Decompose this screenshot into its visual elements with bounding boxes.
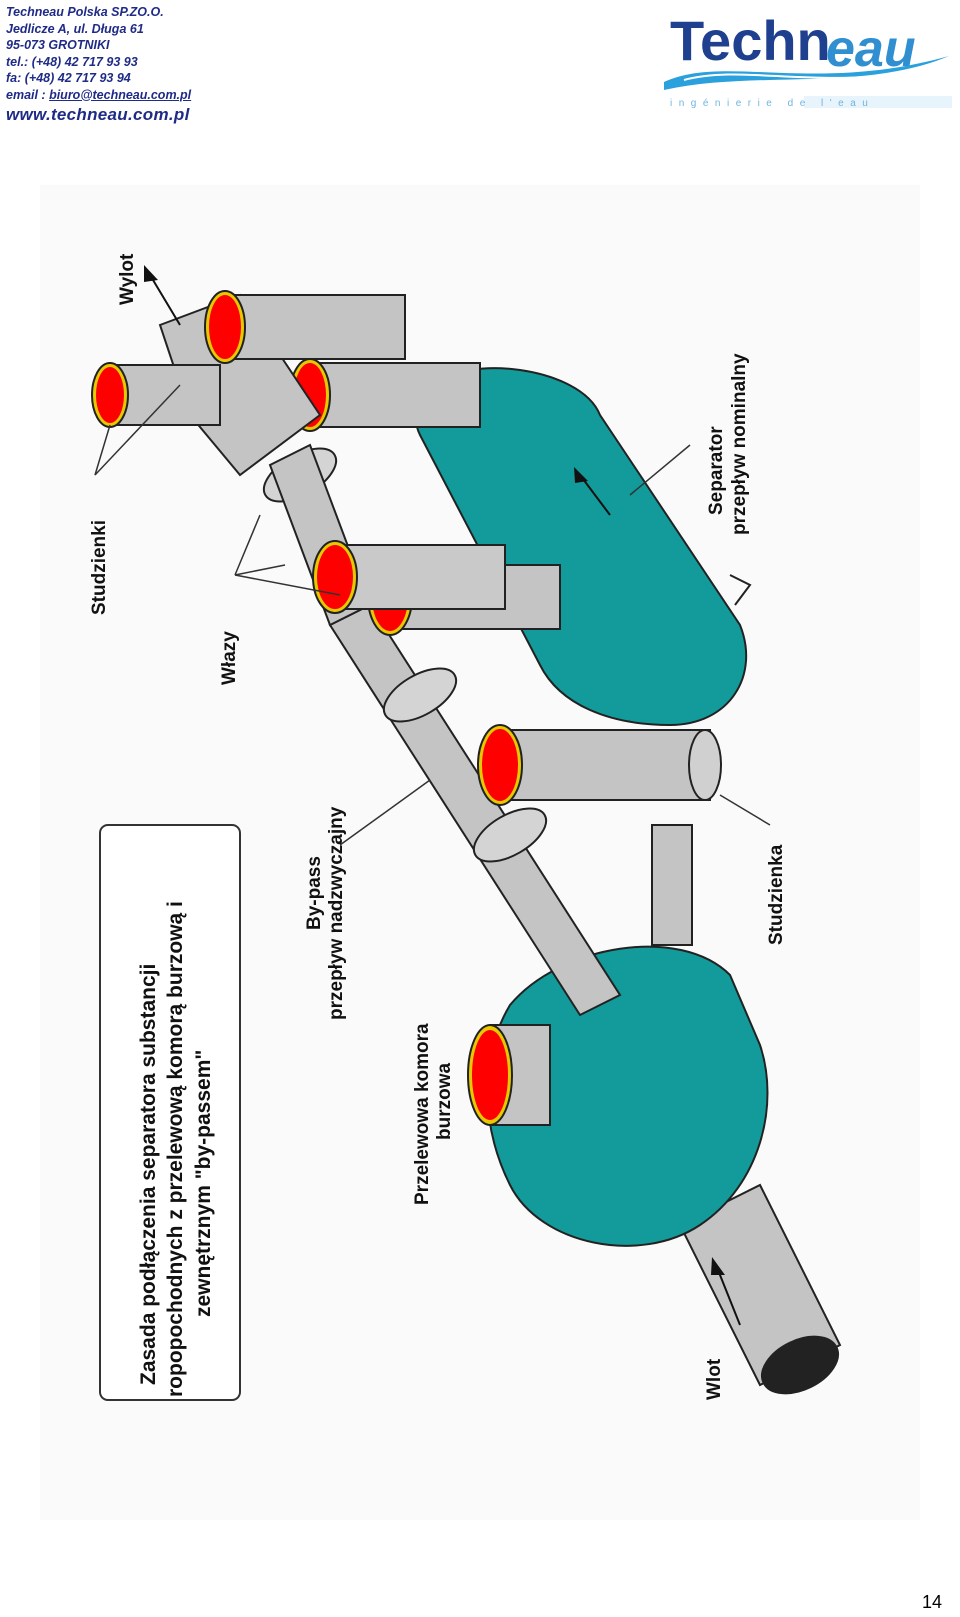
connector-pipe: [651, 824, 693, 946]
outlet-flow-arrowhead-icon: [144, 265, 158, 282]
email-link[interactable]: biuro@techneau.com.pl: [49, 87, 192, 102]
email-prefix: email :: [6, 87, 50, 102]
label-separator-line-1: Separator: [706, 426, 727, 515]
label-wylot: Wylot: [117, 253, 138, 305]
label-bypass-line-1: By-pass: [304, 856, 325, 930]
separator-flow-arrowhead-icon: [574, 467, 588, 483]
leader-wlazy-3: [234, 514, 261, 576]
label-komora-line-2: burzowa: [434, 1063, 455, 1140]
company-website[interactable]: www.techneau.com.pl: [6, 105, 190, 124]
separator-flow-line: [579, 474, 611, 516]
storm-chamber-tank: [486, 945, 769, 1247]
outlet-manhole-1: [224, 294, 406, 360]
label-studzienka: Studzienka: [766, 844, 787, 945]
separator-manhole-3: [309, 362, 481, 428]
title-line-1: Zasada podłączenia separatora substancji: [137, 964, 160, 1385]
logo-tagline: ingénierie de l'eau: [670, 98, 874, 109]
title-line-2: ropopochodnych z przelewową komorą burzo…: [164, 901, 187, 1397]
label-komora-line-1: Przelewowa komora: [412, 1023, 433, 1205]
separator-bracket: [729, 574, 752, 606]
leader-studzienka: [719, 794, 771, 826]
company-fax: fa: (+48) 42 717 93 94: [6, 71, 131, 85]
studzienka-hatch: [482, 729, 518, 801]
company-address: Jedlicze A, ul. Długa 61: [6, 21, 144, 36]
leader-studzienki-2: [94, 384, 181, 476]
logo-tagline-band: [804, 96, 952, 108]
label-wlot: Wlot: [704, 1358, 725, 1400]
techneau-logo: Techn eau ingénierie de l'eau: [664, 9, 952, 109]
title-line-3: zewnętrznym "by-passem": [192, 1050, 215, 1317]
bypass-coupling-1: [382, 667, 458, 723]
logo-text-techn: Techn: [670, 9, 831, 72]
outlet-flow-arrow-icon: [149, 274, 181, 326]
outlet-manhole-1-hatch: [209, 295, 241, 359]
studzienka-base: [688, 729, 722, 801]
inlet-flow-arrow-icon: [717, 1269, 741, 1326]
leader-separator: [629, 444, 691, 496]
logo-wave-icon: [664, 56, 949, 90]
leader-studzienki-1: [94, 424, 111, 476]
separator-manhole-2-hatch: [317, 545, 353, 609]
label-wlazy: Włazy: [219, 631, 240, 685]
company-name: Techneau Polska SP.ZO.O.: [6, 5, 164, 19]
inlet-pipe: [678, 1183, 842, 1387]
logo-wave-highlight: [683, 69, 925, 81]
page-number: 14: [921, 1592, 942, 1612]
inlet-opening: [761, 1335, 839, 1395]
company-postal: 95-073 GROTNIKI: [6, 38, 110, 52]
company-tel: tel.: (+48) 42 717 93 93: [6, 54, 138, 69]
separator-manhole-2: [334, 544, 506, 610]
company-contact-block: Techneau Polska SP.ZO.O. Jedlicze A, ul.…: [6, 4, 326, 126]
label-bypass-line-2: przepływ nadzwyczajny: [326, 806, 347, 1020]
separator-diagram: Zasada podłączenia separatora substancji…: [40, 185, 920, 1520]
inlet-flow-arrowhead-icon: [711, 1257, 725, 1275]
company-email-line: email : biuro@techneau.com.pl: [6, 87, 326, 104]
bypass-coupling-2: [472, 807, 548, 863]
leader-bypass: [339, 779, 431, 846]
storm-chamber-hatch: [472, 1030, 508, 1120]
title-box: [99, 824, 241, 1401]
label-separator-line-2: przepływ nominalny: [729, 353, 750, 535]
leader-wlazy-1: [234, 564, 286, 576]
outlet-manhole-2-hatch: [96, 367, 124, 423]
leader-wlazy-2: [234, 574, 341, 596]
studzienka-manhole: [499, 729, 711, 801]
label-studzienki: Studzienki: [89, 520, 110, 615]
separator-tank: [415, 367, 748, 727]
